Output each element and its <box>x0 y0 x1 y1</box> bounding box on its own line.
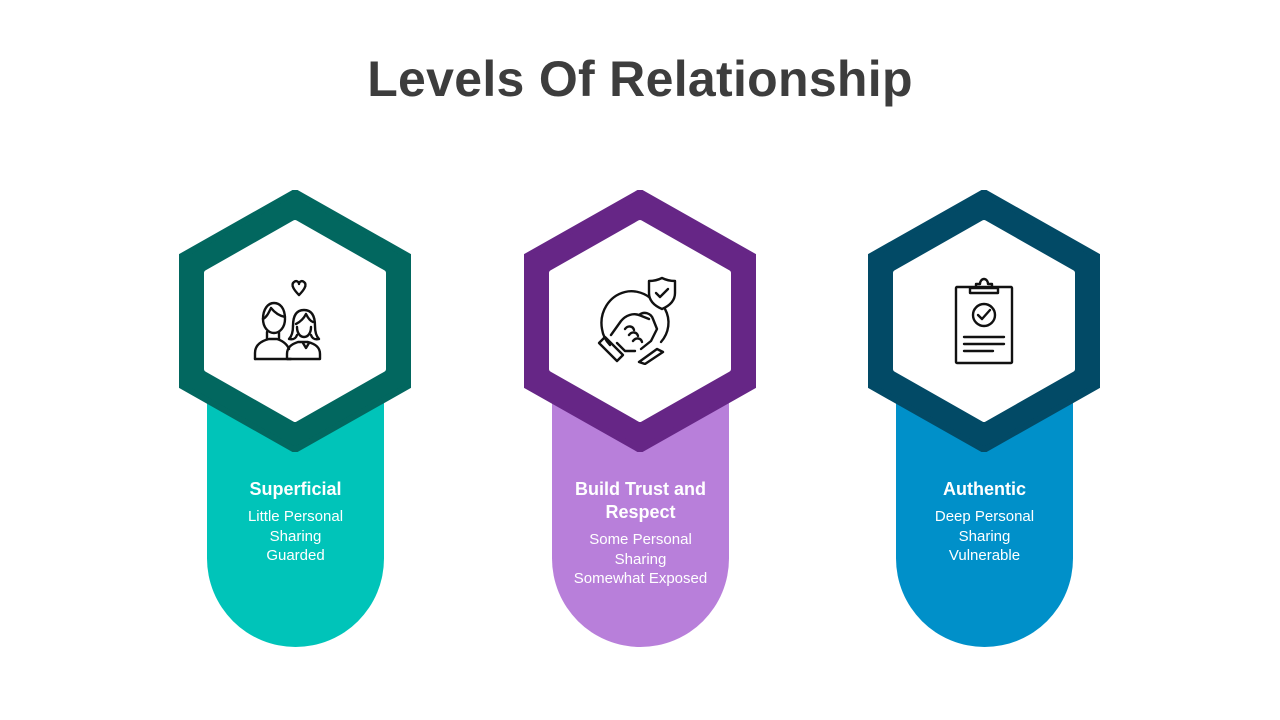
level-text: Build Trust and Respect Some Personal Sh… <box>552 478 729 589</box>
couple-heart-icon <box>253 279 322 361</box>
level-description-line: Sharing <box>269 527 322 545</box>
level-card-superficial: Superficial Little Personal Sharing Guar… <box>179 190 411 650</box>
level-description-line: Sharing <box>958 527 1011 545</box>
level-description-line: Somewhat Exposed <box>573 570 708 587</box>
level-card-authentic: Authentic Deep Personal Sharing Vulnerab… <box>868 190 1100 650</box>
level-heading: Superficial <box>249 479 342 499</box>
hexagon-frame <box>179 190 411 452</box>
level-card-build-trust: Build Trust and Respect Some Personal Sh… <box>524 190 756 650</box>
level-description-line: Deep Personal <box>934 508 1035 525</box>
level-description-line: Little Personal <box>247 508 344 525</box>
level-text: Superficial Little Personal Sharing Guar… <box>207 478 384 566</box>
hexagon-frame <box>524 190 756 452</box>
level-heading: Build Trust and Respect <box>574 479 706 522</box>
level-text: Authentic Deep Personal Sharing Vulnerab… <box>896 478 1073 566</box>
level-description-line: Some Personal <box>589 531 692 548</box>
page-title: Levels Of Relationship <box>367 51 913 107</box>
level-description-line: Guarded <box>266 547 325 564</box>
handshake-shield-icon <box>597 276 677 365</box>
level-description-line: Vulnerable <box>948 547 1021 564</box>
level-description-line: Sharing <box>614 550 667 568</box>
level-heading: Authentic <box>943 479 1026 499</box>
clipboard-check-icon <box>954 277 1014 365</box>
hexagon-frame <box>868 190 1100 452</box>
